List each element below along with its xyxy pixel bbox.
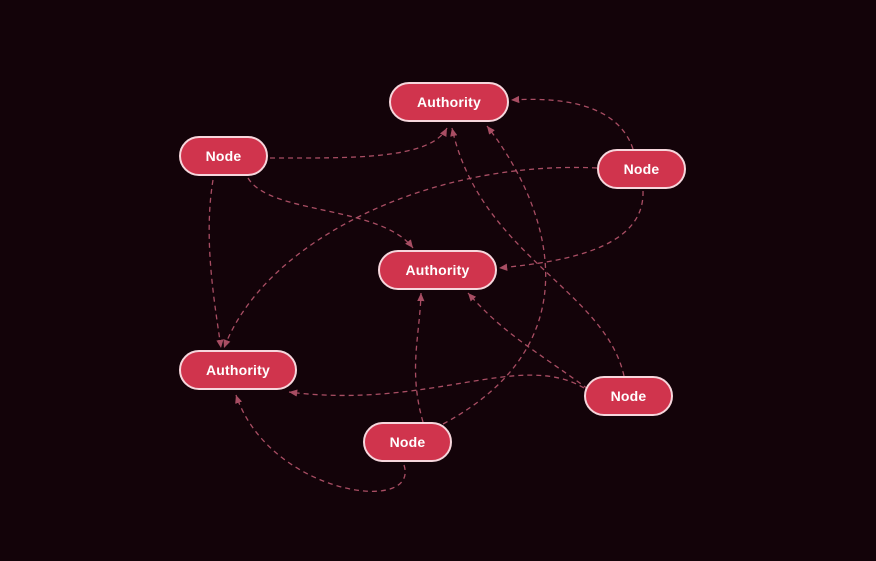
- node-bottom-right[interactable]: Node: [584, 376, 673, 416]
- edge-node-br-to-authority-mid: [467, 292, 589, 390]
- edge-node-br-to-authority-top: [450, 127, 625, 377]
- edge-node-right-to-authority-top: [510, 95, 634, 150]
- edge-node-bottom-to-authority-mid: [414, 292, 425, 423]
- edge-node-bottom-to-authority-left: [235, 394, 406, 492]
- authority-node-center[interactable]: Authority: [378, 250, 497, 290]
- edge-node-tl-to-authority-left: [208, 179, 224, 349]
- edge-node-right-to-authority-mid: [498, 190, 644, 271]
- node-bottom[interactable]: Node: [363, 422, 452, 462]
- edge-node-br-to-authority-left: [288, 374, 585, 397]
- edge-node-tl-to-authority-mid: [247, 177, 414, 249]
- node-right[interactable]: Node: [597, 149, 686, 189]
- authority-node-top[interactable]: Authority: [389, 82, 509, 122]
- edge-node-right-to-authority-left: [223, 166, 598, 349]
- edge-node-bottom-to-authority-top: [442, 125, 547, 425]
- edge-node-tl-to-authority-top: [269, 127, 448, 159]
- node-top-left[interactable]: Node: [179, 136, 268, 176]
- authority-node-left[interactable]: Authority: [179, 350, 297, 390]
